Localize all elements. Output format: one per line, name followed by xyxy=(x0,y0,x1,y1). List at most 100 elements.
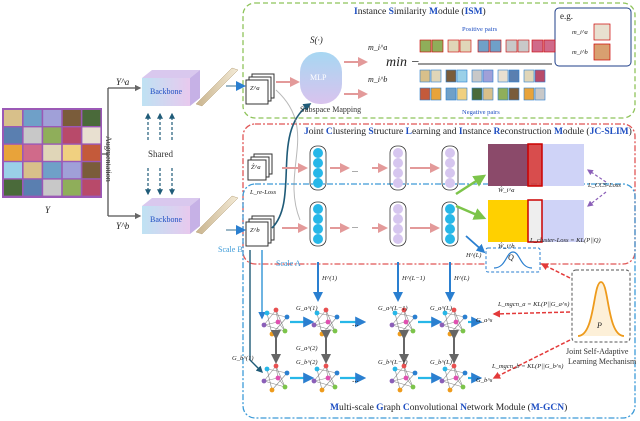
neuron-node xyxy=(313,214,323,224)
gbl-label: G_b^(L) xyxy=(430,359,452,366)
mgcn-title: Multi-scale Graph Convolutional Network … xyxy=(330,403,568,413)
neuron-node xyxy=(393,158,403,168)
positive-pair-images xyxy=(419,39,556,53)
view-b-label: Y^b xyxy=(116,221,130,231)
input-image-tile xyxy=(82,179,101,196)
backbone-b-shape xyxy=(142,198,200,234)
input-image-tile xyxy=(43,179,62,196)
neuron-node xyxy=(313,168,323,178)
augmentation-label: Augmentation xyxy=(104,136,113,182)
za-hat-label: Ẑ^a xyxy=(251,164,261,171)
subspace-mapping-label: Subspace Mapping xyxy=(300,105,362,114)
za-block xyxy=(245,73,275,105)
neuron-node xyxy=(393,204,403,214)
input-image-tile xyxy=(4,127,22,144)
graph-dots-b: ... xyxy=(352,374,359,384)
layer-column xyxy=(441,145,459,191)
hl-label: H^(L) xyxy=(454,275,470,282)
s-function-label: S(·) xyxy=(310,35,323,45)
positive-thumb-b xyxy=(489,39,502,53)
negative-thumb-b xyxy=(534,69,546,83)
wb-label: Ŵ_i^b xyxy=(498,243,515,250)
negative-thumb-a xyxy=(419,69,431,83)
hl1-label: H^(L−1) xyxy=(402,275,426,282)
neuron-node xyxy=(445,204,455,214)
positive-thumb-a xyxy=(531,39,544,53)
gal1-label: G_a^(L−1) xyxy=(378,305,408,312)
negative-thumb-b xyxy=(430,87,442,101)
zb-block xyxy=(245,215,275,247)
joint-mechanism-label-2: Learning Mechanism xyxy=(568,357,637,366)
eg-label: e.g. xyxy=(560,11,573,21)
example-box xyxy=(554,7,632,67)
negative-thumb-a xyxy=(445,87,457,101)
input-image-tile xyxy=(23,144,42,161)
input-image-tile xyxy=(43,144,62,161)
h1-label: H^(1) xyxy=(322,275,338,282)
scale-a-label: Scale A xyxy=(276,259,301,268)
neuron-node xyxy=(445,214,455,224)
neuron-node xyxy=(445,224,455,234)
wa-label: Ŵ_i^a xyxy=(498,187,515,194)
input-image-tile xyxy=(82,127,101,144)
gb2-label: G_b^(2) xyxy=(296,359,318,366)
neuron-node xyxy=(313,148,323,158)
graph-node xyxy=(389,307,418,337)
layer-column xyxy=(441,201,459,247)
gcn-graphs: ...... xyxy=(261,307,483,393)
neuron-node xyxy=(445,178,455,188)
input-image-tile xyxy=(62,162,81,179)
view-a-label: Y^a xyxy=(116,77,130,87)
neuron-node xyxy=(393,224,403,234)
mlp-label: MLP xyxy=(310,73,327,82)
input-image-tile xyxy=(23,110,42,126)
min-label: min − xyxy=(386,55,420,70)
input-image-tile xyxy=(62,179,81,196)
input-image-tile xyxy=(4,179,22,196)
negative-thumb-b xyxy=(456,69,468,83)
neuron-node xyxy=(313,178,323,188)
input-image-tile xyxy=(4,162,22,179)
eg-mia-label: m_i^a xyxy=(572,29,588,36)
input-image-tile xyxy=(62,144,81,161)
negative-thumb-b xyxy=(508,69,520,83)
layer-column xyxy=(309,145,327,191)
backbone-a-shape xyxy=(142,70,200,106)
feature-bar-a xyxy=(195,67,239,107)
mlp-box xyxy=(300,52,342,104)
input-image-tile xyxy=(82,144,101,161)
mib-label: m_i^b xyxy=(368,75,388,84)
negative-thumb-a xyxy=(419,87,431,101)
input-image-tile xyxy=(62,127,81,144)
negative-thumb-b xyxy=(534,87,546,101)
positive-thumb-a xyxy=(505,39,518,53)
negative-pair-images xyxy=(419,69,546,101)
gbl1-label: G_b^(L−1) xyxy=(378,359,408,366)
input-image-tile xyxy=(43,127,62,144)
graph-node xyxy=(261,307,290,337)
negative-thumb-a xyxy=(471,87,483,101)
positive-thumb-b xyxy=(431,39,444,53)
ga2-label: G_a^(2) xyxy=(296,345,318,352)
input-image-tile xyxy=(23,162,42,179)
layer-column xyxy=(309,201,327,247)
example-image-a xyxy=(593,23,611,41)
ccs-loss-label: L_CCS-Loss xyxy=(588,182,621,189)
neuron-node xyxy=(445,148,455,158)
feature-bar-b xyxy=(195,195,239,235)
ism-module-border xyxy=(242,2,636,119)
neuron-node xyxy=(445,158,455,168)
input-image-tile xyxy=(82,162,101,179)
encoder-decoder-network xyxy=(282,145,459,247)
input-label: Y xyxy=(45,205,51,215)
negative-thumb-b xyxy=(482,87,494,101)
neuron-node xyxy=(445,168,455,178)
negative-thumb-a xyxy=(497,87,509,101)
input-image-tile xyxy=(82,110,101,126)
negative-thumb-b xyxy=(456,87,468,101)
mgcn-a-loss-label: L_mgcn_a = KL(P||G_a^s) xyxy=(498,301,570,308)
joint-mechanism-label-1: Joint Self-Adaptive xyxy=(566,347,629,356)
neuron-node xyxy=(313,158,323,168)
q-label: Q xyxy=(508,253,514,262)
